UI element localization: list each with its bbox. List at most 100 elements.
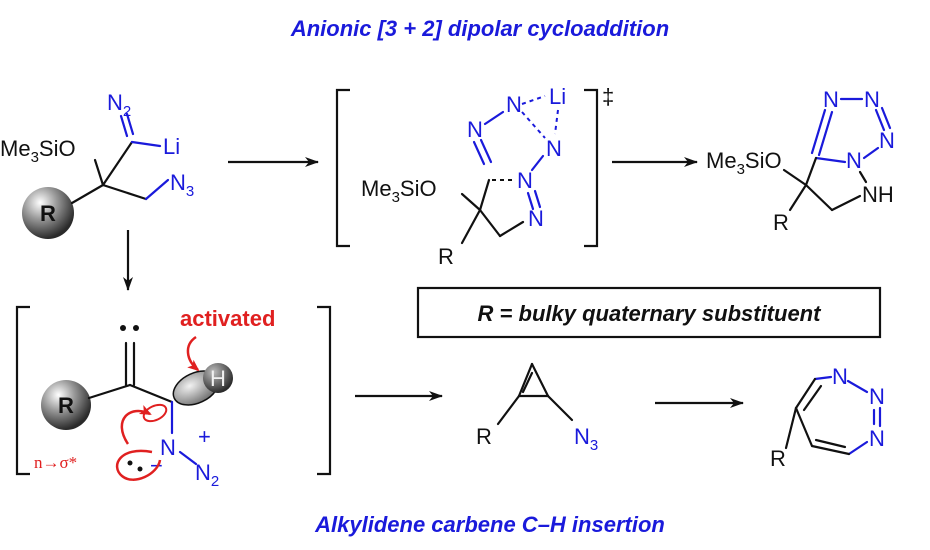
r-label: R (773, 210, 789, 235)
bond (517, 362, 534, 398)
bond (810, 444, 851, 456)
bond (101, 140, 134, 187)
atom-n: N (528, 206, 544, 231)
atom-n: N (517, 168, 533, 193)
atom-n: N (869, 426, 885, 451)
bond (70, 183, 105, 205)
bond (817, 110, 834, 157)
atom-n: N (864, 87, 880, 112)
atom-n: N (546, 136, 562, 161)
n3-label: N3 (170, 170, 194, 200)
electron-push-arrow (120, 405, 152, 445)
r-definition-box: R = bulky quaternary substituent (416, 286, 882, 339)
n3-label: N3 (574, 424, 598, 454)
bond (496, 394, 521, 426)
me3sio-label: Me3SiO (0, 136, 76, 166)
activation-arrow (186, 335, 200, 372)
bond (794, 377, 817, 410)
bond (130, 140, 162, 148)
bond (788, 183, 808, 212)
bond (858, 170, 868, 184)
bond (472, 140, 486, 166)
activated-label: activated (180, 306, 275, 331)
atom-n: N (879, 128, 895, 153)
bond (93, 158, 105, 187)
bond (784, 406, 798, 450)
bond (814, 438, 847, 449)
r-label: R (58, 393, 74, 418)
bond (460, 208, 482, 245)
lone-pair-dot (137, 466, 143, 472)
nh-label: NH (862, 182, 894, 207)
bracket-right (317, 305, 332, 476)
starting-material: R Me3SiO N2 Li N3 (0, 90, 194, 239)
r-label: R (476, 424, 492, 449)
r-sphere (22, 187, 74, 239)
bond (479, 138, 493, 164)
lone-pair-dot (127, 460, 133, 466)
cyclopropene: R N3 (476, 362, 598, 454)
bond (101, 183, 148, 201)
bond (546, 394, 574, 422)
dashed-bond (521, 111, 546, 139)
bond (460, 192, 482, 212)
bond (804, 156, 818, 187)
minus-charge: − (150, 453, 163, 478)
r-sphere (41, 380, 91, 430)
bond (810, 108, 827, 155)
li-label: Li (549, 84, 566, 109)
tetrazole-product: N N N N NH Me3SiO R (706, 87, 895, 235)
bond (794, 406, 814, 448)
atom-n: N (506, 92, 522, 117)
dashed-bond (554, 109, 559, 135)
bond (483, 110, 505, 126)
dashed-bond (521, 95, 546, 105)
atom-n: N (869, 384, 885, 409)
top-title: Anionic [3 + 2] dipolar cycloaddition (290, 16, 669, 41)
li-label: Li (163, 134, 180, 159)
bond (862, 146, 880, 160)
bond (125, 112, 135, 136)
bond (478, 208, 502, 238)
bracket-left (335, 88, 350, 248)
bond (87, 383, 132, 400)
h-label: H (210, 366, 226, 391)
box-frame (416, 286, 882, 339)
r-label: R (770, 446, 786, 471)
n2-label: N2 (107, 90, 131, 120)
bond (530, 362, 550, 398)
ts-symbol: ‡ (602, 84, 614, 109)
bottom-title: Alkylidene carbene C–H insertion (314, 512, 665, 537)
bond (144, 178, 170, 201)
r-label: R (438, 244, 454, 269)
atom-n: N (823, 87, 839, 112)
atom-n: N (846, 148, 862, 173)
bond (128, 383, 174, 404)
lone-pair-dot (133, 325, 139, 331)
bond (813, 375, 833, 381)
bracket-right (584, 88, 599, 248)
triazine-product: N N N R (770, 364, 885, 471)
me3sio-label: Me3SiO (706, 148, 782, 178)
bond (880, 106, 892, 130)
me3sio-label: Me3SiO (361, 176, 437, 206)
bond (802, 384, 823, 412)
box-text: R = bulky quaternary substituent (478, 301, 823, 326)
bond (874, 108, 886, 132)
atom-n: N (467, 117, 483, 142)
bond (782, 168, 808, 187)
carbene-intermediate: R H N − + N2 activated n→σ* (15, 305, 332, 490)
lone-pair-dot (120, 325, 126, 331)
h-sphere (203, 363, 233, 393)
n-sigma-label: n→σ* (34, 453, 77, 472)
bond (814, 156, 847, 164)
r-label: R (40, 201, 56, 226)
plus-charge: + (198, 424, 211, 449)
bond (804, 183, 834, 212)
bond (533, 189, 542, 209)
lone-pair-orbital (116, 449, 162, 481)
atom-n: N (832, 364, 848, 389)
transition-state: ‡ N N Li N N N Me3SiO R (335, 84, 614, 269)
